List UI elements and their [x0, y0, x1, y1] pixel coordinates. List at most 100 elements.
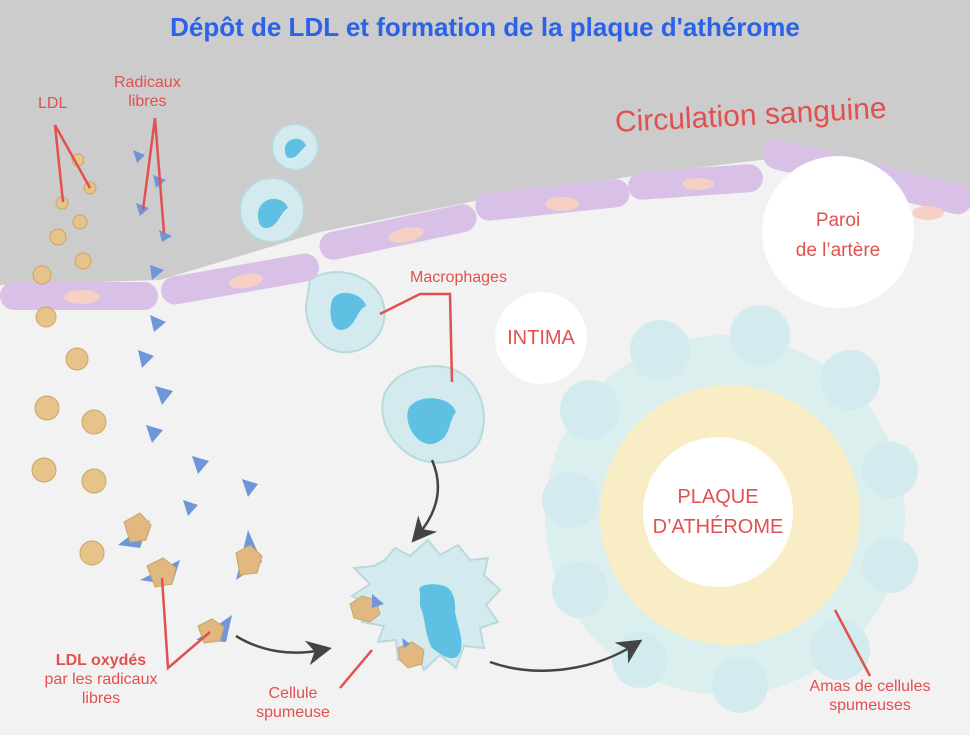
process-arrows	[235, 459, 643, 672]
ldl-particles	[31, 153, 107, 566]
diagram-title: Dépôt de LDL et formation de la plaque d…	[170, 12, 800, 42]
radical-triangle	[150, 315, 166, 332]
radical-triangle	[192, 456, 209, 474]
pointer-lines	[53, 117, 872, 689]
radical-triangle	[242, 479, 258, 497]
free-radicals	[133, 150, 258, 516]
endothelial-nucleus	[64, 290, 100, 304]
foam-cell-nucleus	[419, 584, 462, 659]
blood-macrophages	[239, 123, 319, 243]
ldl-oxydes-label-line2: par les radicaux	[44, 671, 158, 689]
intima-macrophages	[304, 271, 485, 464]
foam-cell	[349, 538, 502, 672]
radicaux-pointer	[153, 117, 166, 234]
plaque-lump	[820, 350, 880, 410]
macrophage-nucleus	[258, 198, 288, 228]
macrophage-nucleus	[407, 398, 456, 445]
ldl-particle	[81, 468, 107, 494]
plaque-lump	[542, 472, 598, 528]
arrow-foam-to-plaque	[489, 639, 643, 672]
ldl-particle	[65, 347, 89, 371]
ldl-oxydes-label-line1: LDL oxydés	[55, 652, 147, 669]
macrophage-nucleus	[284, 138, 306, 158]
intima-circle	[495, 292, 587, 384]
intima-label-text: INTIMA	[507, 327, 575, 349]
ldl-particle	[31, 457, 57, 483]
radical-inclusion	[372, 594, 384, 608]
cellule-label-line1: Cellule	[268, 685, 318, 702]
radical-triangle	[138, 350, 154, 368]
plaque-lump	[612, 632, 668, 688]
oxidized-ldl-particle	[235, 544, 263, 576]
macrophages-label-text: Macrophages	[410, 269, 507, 286]
amas-label-line2: spumeuses	[829, 697, 911, 715]
ldl-oxydes-label-line3: libres	[81, 690, 121, 708]
radical-triangle	[183, 500, 198, 516]
plaque-label-line2: D’ATHÉROME	[652, 516, 784, 538]
macrophages-label: Macrophages	[410, 268, 507, 287]
paroi-label: Paroi de l’artère	[778, 206, 898, 267]
ldl-particle	[49, 228, 67, 246]
cellule-label: Cellule spumeuse	[238, 684, 348, 722]
radical-triangle	[159, 230, 172, 242]
amas-pointer	[833, 609, 872, 677]
arrow-ldl-to-foam	[235, 634, 332, 666]
plaque-lump	[810, 620, 870, 680]
paroi-label-line1: Paroi	[815, 210, 861, 231]
ldl-particle	[35, 306, 57, 328]
radical-triangle	[146, 425, 163, 443]
radical-triangle	[150, 265, 164, 280]
radical-triangle	[133, 150, 145, 163]
radical-inclusion	[402, 638, 410, 648]
plaque-lump	[630, 320, 690, 380]
plaque	[542, 305, 918, 713]
amas-label: Amas de cellules spumeuses	[790, 677, 950, 715]
endothelial-nucleus	[545, 197, 579, 211]
plaque-lump	[862, 442, 918, 498]
paroi-circle	[762, 156, 914, 308]
radical-triangle	[155, 386, 173, 405]
plaque-lump	[560, 380, 620, 440]
ldl-particle	[74, 252, 92, 270]
ldl-label: LDL	[38, 94, 67, 113]
radicaux-label: Radicaux libres	[114, 73, 181, 111]
ldl-particle	[72, 214, 88, 230]
ldl-particle	[79, 540, 105, 566]
macrophages-pointer	[379, 292, 454, 383]
intima-label: INTIMA	[496, 326, 586, 350]
ldl-label-text: LDL	[38, 95, 68, 112]
oxidized-ldl-inclusion	[397, 641, 425, 669]
radicaux-pointer	[141, 117, 157, 211]
endothelial-nucleus	[682, 178, 714, 190]
cellule-label-line2: spumeuse	[256, 704, 330, 722]
ldl-particle	[32, 265, 52, 285]
ldl-pointer	[53, 124, 92, 189]
plaque-lump	[730, 305, 790, 365]
ldl-particle	[34, 395, 60, 421]
ldl-oxydes-label: LDL oxydés par les radicaux libres	[26, 651, 176, 709]
macrophage-nucleus	[330, 292, 366, 331]
endothelial-nucleus	[388, 227, 424, 243]
cellule-pointer	[339, 649, 373, 689]
plaque-label: PLAQUE D’ATHÉROME	[640, 482, 796, 542]
plaque-centre	[643, 437, 793, 587]
oxidized-ldl-particle	[146, 557, 177, 588]
plaque-lump	[552, 562, 608, 618]
endothelial-nucleus	[912, 206, 944, 220]
radicaux-label-line1: Radicaux	[114, 74, 181, 91]
plaque-lump	[712, 657, 768, 713]
amas-label-line1: Amas de cellules	[809, 678, 931, 695]
ldl-particle	[81, 409, 107, 435]
ldl-pointer	[53, 124, 65, 203]
endothelial-nucleus	[229, 273, 263, 289]
plaque-lump	[862, 537, 918, 593]
ldl-oxydes-pointer	[160, 577, 211, 671]
arrow-macrophage-to-foam	[411, 459, 440, 543]
radicaux-label-line2: libres	[128, 93, 167, 111]
paroi-label-line2: de l’artère	[795, 240, 881, 262]
plaque-label-line1: PLAQUE	[677, 486, 759, 508]
oxidized-ldl-particle	[123, 512, 152, 543]
oxidized-ldl	[118, 512, 263, 644]
